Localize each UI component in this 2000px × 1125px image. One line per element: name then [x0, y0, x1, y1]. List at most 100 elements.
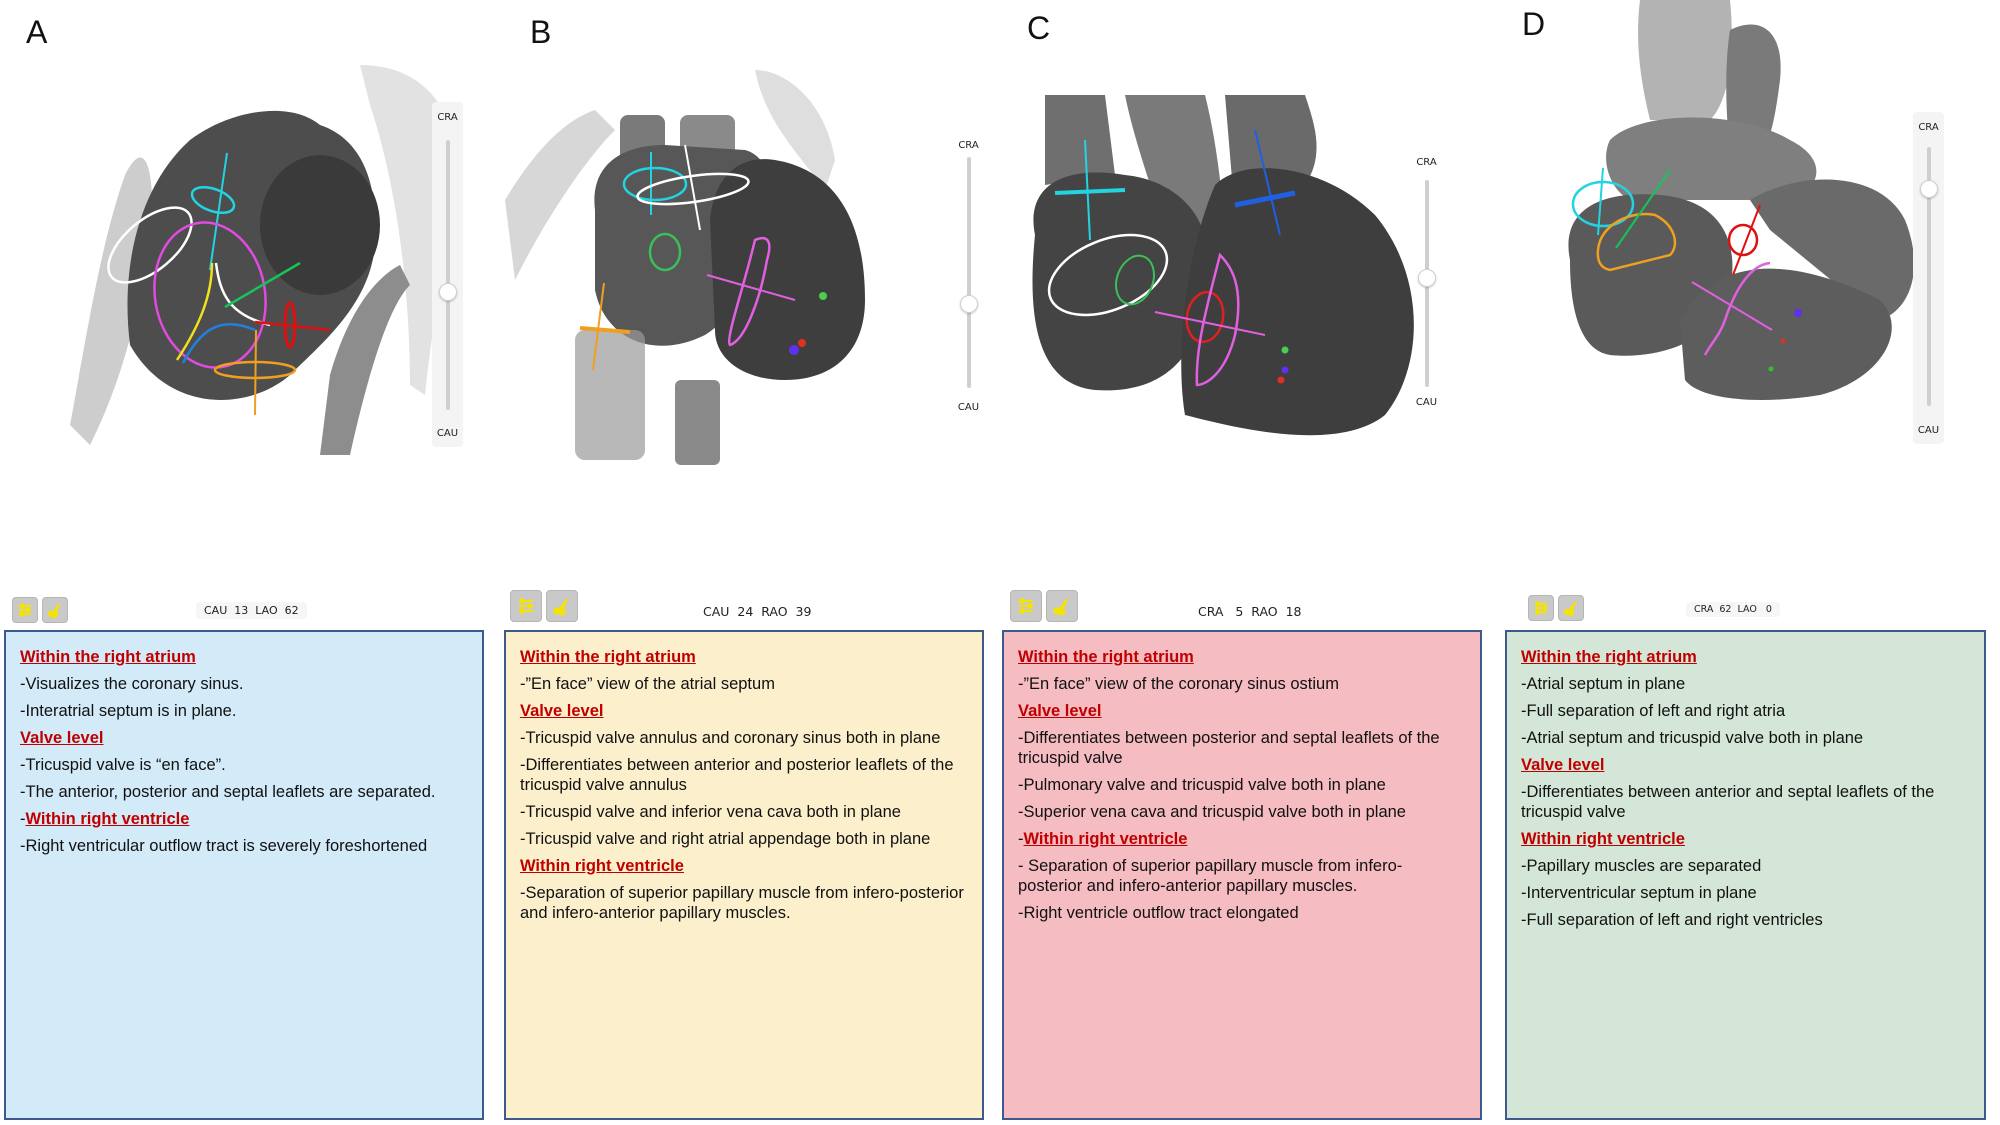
list-item: -Tricuspid valve is “en face”. — [20, 756, 226, 774]
slider-top-label: CRA — [958, 140, 979, 151]
toolbar-c — [1010, 590, 1078, 622]
description-box-b: Within the right atrium-”En face” view o… — [504, 630, 984, 1120]
list-item: -Right ventricular outflow tract is seve… — [20, 837, 428, 855]
section-heading: Valve level — [1521, 756, 1605, 774]
panel-label-d: D — [1522, 6, 1546, 42]
section-heading: Within the right atrium — [1521, 648, 1697, 666]
scissors-icon — [47, 603, 61, 618]
toolbar-d — [1528, 595, 1584, 621]
viewer-a[interactable]: CRA CAU — [30, 45, 480, 465]
left-atrium-silhouette — [1750, 179, 1915, 320]
toolbar-b — [510, 590, 578, 622]
viewer-d[interactable]: CRA CAU — [1520, 0, 1980, 480]
sliders-icon — [19, 603, 31, 617]
slider-bottom-label: CAU — [957, 402, 980, 413]
list-item: -Interatrial septum is in plane. — [20, 702, 237, 720]
aorta-shadow — [320, 265, 410, 455]
red-dot — [1780, 338, 1786, 344]
slider-top-label: CRA — [1416, 157, 1437, 168]
view-angle-c: CRA 5 RAO 18 — [1198, 604, 1302, 619]
purple-dot — [1281, 366, 1289, 374]
list-item: -Differentiates between anterior and pos… — [520, 756, 954, 794]
view-angle-a: CAU 13 LAO 62 — [196, 602, 307, 619]
cyan-annulus — [190, 185, 236, 215]
section-heading-text: Within right ventricle — [25, 810, 190, 828]
section-heading: Within the right atrium — [520, 648, 696, 666]
cyan-annulus — [622, 166, 688, 202]
red-dot — [1277, 376, 1285, 384]
cra-cau-slider-c[interactable]: CRA CAU — [1411, 157, 1442, 467]
description-box-c: Within the right atrium-”En face” view o… — [1002, 630, 1482, 1120]
green-marker — [224, 261, 301, 309]
slider-thumb[interactable] — [1418, 269, 1436, 288]
cra-cau-slider-b[interactable]: CRA CAU — [953, 140, 984, 470]
slider-track[interactable] — [967, 157, 971, 388]
lung-shadow — [755, 70, 835, 190]
atria-shadow — [1606, 117, 1817, 200]
orange-annulus — [579, 326, 631, 334]
viewer-c[interactable]: CRA CAU — [1005, 95, 1485, 575]
list-item: -Interventricular septum in plane — [1521, 884, 1757, 902]
cra-cau-slider-d[interactable]: CRA CAU — [1913, 112, 1944, 444]
green-marker — [1615, 169, 1671, 249]
viewer-b[interactable]: CRA CAU — [505, 60, 995, 480]
adjust-button[interactable] — [1010, 590, 1042, 622]
slider-track[interactable] — [446, 140, 450, 410]
heart-render-b — [505, 70, 865, 465]
section-heading-text: Within right ventricle — [1023, 830, 1188, 848]
purple-dot — [789, 345, 799, 355]
vessel-shadow — [505, 110, 615, 280]
orange-axis — [592, 282, 605, 371]
svc-shadow — [1045, 95, 1115, 185]
slider-track[interactable] — [1927, 147, 1931, 406]
cyan-axis — [1597, 167, 1604, 236]
slider-thumb[interactable] — [960, 294, 978, 313]
sliders-icon — [519, 598, 533, 614]
panel-label-b: B — [530, 14, 552, 50]
trachea-shadow — [1638, 0, 1732, 120]
list-item: -Full separation of left and right ventr… — [1521, 911, 1823, 929]
cut-button[interactable] — [42, 597, 68, 623]
list-item: -Differentiates between anterior and sep… — [1521, 783, 1935, 821]
toolbar-a — [12, 597, 68, 623]
heading-prefix: - — [20, 810, 26, 828]
slider-thumb[interactable] — [1920, 180, 1938, 199]
red-dot — [798, 339, 806, 347]
cra-cau-slider-a[interactable]: CRA CAU — [432, 102, 463, 447]
cut-button[interactable] — [1558, 595, 1584, 621]
list-item: -Visualizes the coronary sinus. — [20, 675, 244, 693]
section-heading: Within right ventricle — [520, 857, 684, 875]
orange-annulus — [1596, 212, 1677, 272]
adjust-button[interactable] — [12, 597, 38, 623]
ivc-shadow — [675, 380, 720, 465]
list-item: -Tricuspid valve and inferior vena cava … — [520, 803, 901, 821]
magenta-leaflet — [1703, 261, 1771, 356]
slider-thumb[interactable] — [439, 283, 457, 302]
cyan-axis — [209, 152, 228, 271]
list-item: -Tricuspid valve and right atrial append… — [520, 830, 931, 848]
left-heart-silhouette — [710, 159, 865, 380]
cyan-annulus — [1054, 188, 1126, 195]
magenta-leaflet — [1195, 252, 1240, 387]
list-item: -Atrial septum and tricuspid valve both … — [1521, 729, 1864, 747]
magenta-axis — [1691, 281, 1773, 331]
adjust-button[interactable] — [510, 590, 542, 622]
list-item: -Right ventricle outflow tract elongated — [1018, 904, 1299, 922]
green-dot — [1768, 366, 1774, 372]
slider-bottom-label: CAU — [436, 428, 459, 439]
green-ring — [648, 232, 682, 272]
magenta-axis — [1154, 311, 1266, 336]
list-item: -Papillary muscles are separated — [1521, 857, 1762, 875]
cyan-annulus — [1571, 180, 1635, 228]
left-heart-silhouette — [1181, 168, 1414, 436]
cut-button[interactable] — [1046, 590, 1078, 622]
purple-dot — [1794, 309, 1802, 317]
list-item: -Superior vena cava and tricuspid valve … — [1018, 803, 1406, 821]
description-box-d: Within the right atrium-Atrial septum in… — [1505, 630, 1986, 1120]
aorta-shadow — [1125, 95, 1225, 235]
cut-button[interactable] — [546, 590, 578, 622]
adjust-button[interactable] — [1528, 595, 1554, 621]
scissors-icon — [1563, 601, 1577, 616]
section-heading: -Within right ventricle — [1018, 829, 1466, 849]
slider-bottom-label: CAU — [1415, 397, 1438, 408]
